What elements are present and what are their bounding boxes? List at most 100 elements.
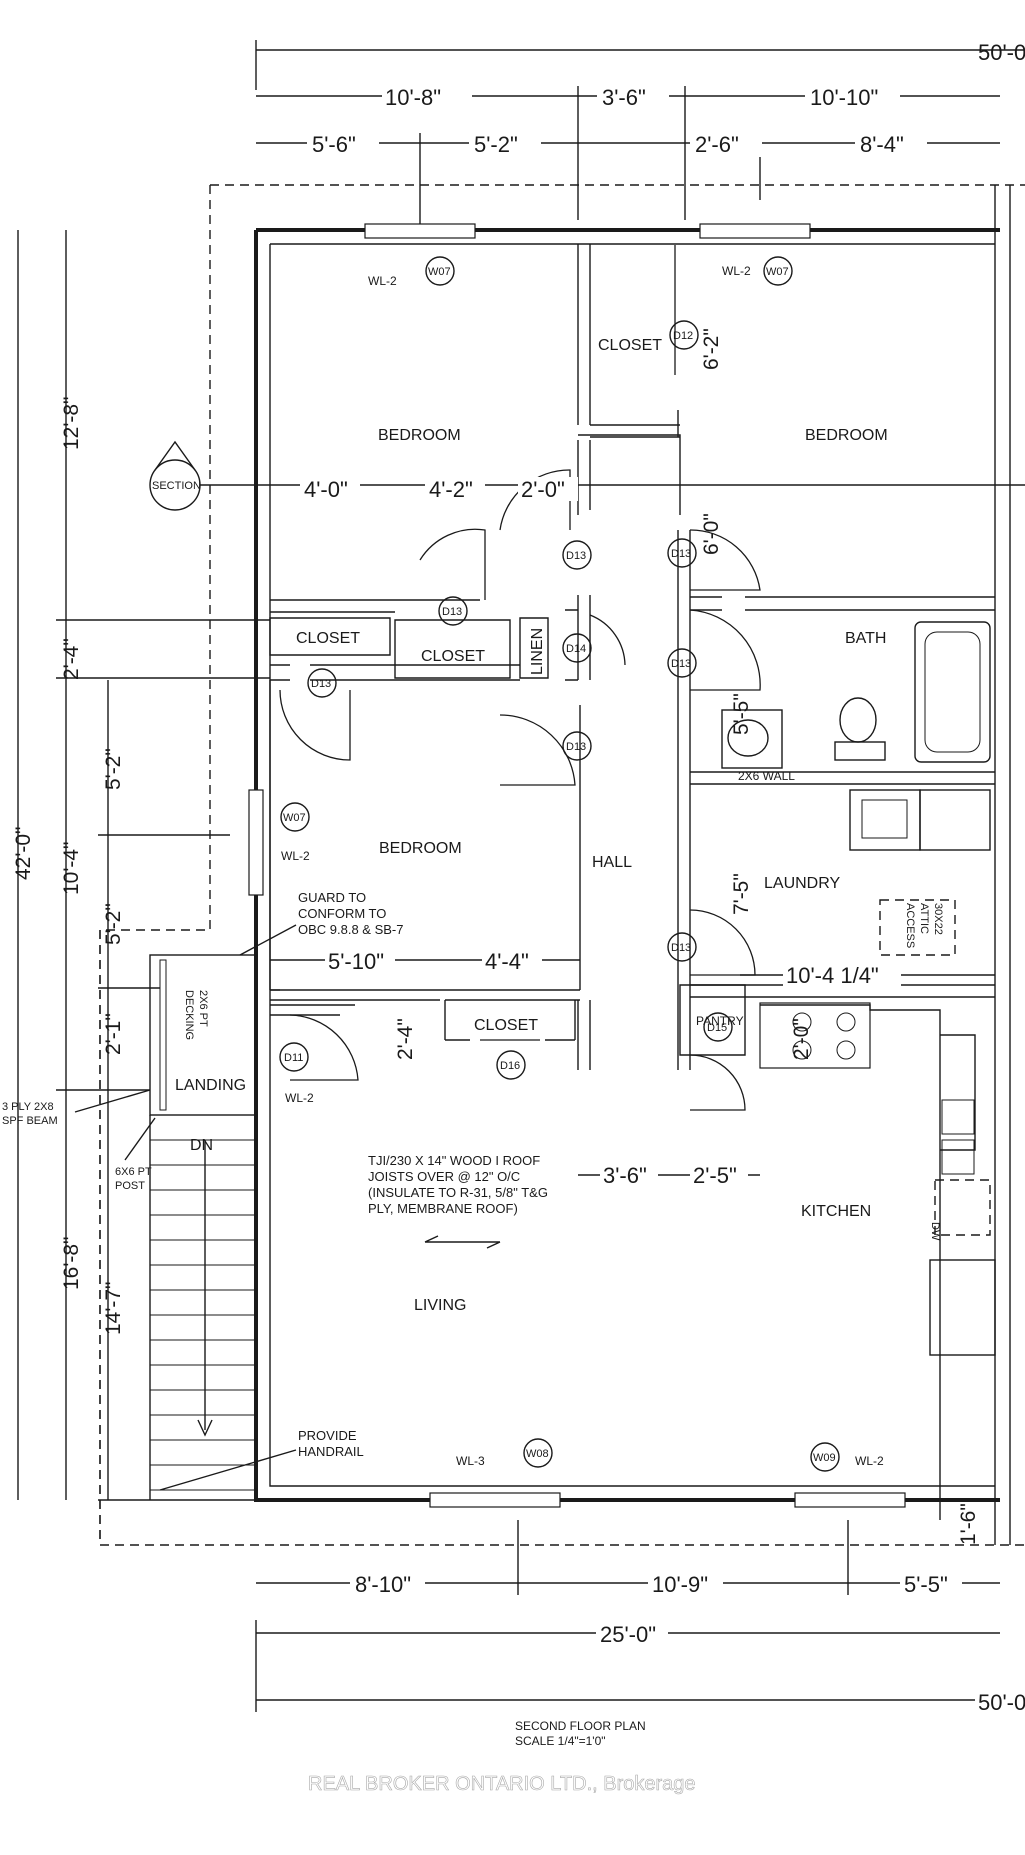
dim-right-small: 1'-6" bbox=[957, 1503, 980, 1545]
handrail-note-1: PROVIDE bbox=[298, 1428, 357, 1443]
burner bbox=[792, 1040, 812, 1060]
joists-note-2: JOISTS OVER @ 12" O/C bbox=[368, 1169, 520, 1184]
svg-text:W07: W07 bbox=[283, 812, 306, 824]
dim-left-inner-4: 14'-7" bbox=[102, 1282, 125, 1336]
svg-text:D13: D13 bbox=[671, 658, 691, 670]
guard-leader bbox=[239, 924, 297, 956]
dim-hall-vert: 6'-0" bbox=[700, 513, 723, 555]
tag-w08: W08 bbox=[523, 1438, 553, 1468]
dim-bg bbox=[690, 1162, 748, 1186]
vanity bbox=[721, 709, 783, 769]
wall-bed3 bbox=[269, 680, 581, 1001]
pantry-box bbox=[679, 984, 746, 1056]
dim-laundry-width: 10'-4 1/4" bbox=[786, 963, 879, 988]
fridge bbox=[929, 1259, 996, 1356]
beam-leader bbox=[74, 1089, 151, 1113]
tag-wl2-stair: WL-2 bbox=[285, 1091, 314, 1105]
wall-bath-top bbox=[690, 596, 995, 611]
dim-bg bbox=[855, 129, 927, 157]
burner bbox=[836, 1040, 856, 1060]
stove bbox=[759, 1002, 871, 1069]
svg-text:D13: D13 bbox=[566, 550, 586, 562]
guard-note-1: GUARD TO bbox=[298, 890, 366, 905]
handrail-note-2: HANDRAIL bbox=[298, 1444, 364, 1459]
dim-bedroom-3: 2'-0" bbox=[521, 477, 565, 502]
sink-basin bbox=[941, 1139, 975, 1175]
dim-left-inner-1: 5'-2" bbox=[102, 748, 125, 790]
svg-text:W07: W07 bbox=[428, 266, 451, 278]
label-living: LIVING bbox=[414, 1297, 466, 1314]
bathtub-basin bbox=[924, 631, 981, 753]
tag-d13-bed3-closet: D13 bbox=[307, 668, 337, 698]
handrail-leader bbox=[159, 1449, 297, 1491]
label-bedroom-right: BEDROOM bbox=[805, 427, 888, 444]
washer-lid bbox=[861, 799, 908, 839]
label-laundry: LAUNDRY bbox=[764, 875, 841, 892]
door-d15 bbox=[689, 1054, 746, 1111]
roof-outline bbox=[99, 184, 1025, 1546]
dim-bg bbox=[307, 129, 379, 157]
deck-rail bbox=[159, 959, 167, 1111]
brokerage-watermark: REAL BROKER ONTARIO LTD., Brokerage bbox=[308, 1773, 696, 1795]
label-hall: HALL bbox=[592, 854, 632, 871]
dim-hall-bottom-2: 2'-5" bbox=[693, 1163, 737, 1188]
dim-bg bbox=[350, 1570, 425, 1596]
label-closet-top: CLOSET bbox=[598, 337, 662, 354]
svg-text:D14: D14 bbox=[566, 643, 586, 655]
dim-bg bbox=[690, 129, 762, 157]
tag-wl2-kitchen: WL-2 bbox=[855, 1454, 884, 1468]
closet-b-box bbox=[394, 619, 511, 679]
attic-line-3: ACCESS bbox=[904, 903, 916, 948]
tag-d13-laundry: D13 bbox=[667, 932, 697, 962]
dim-bg bbox=[596, 1620, 668, 1646]
dim-top-6: 2'-6" bbox=[695, 132, 739, 157]
dim-bg bbox=[482, 948, 542, 972]
wall-hall-right bbox=[677, 530, 691, 1070]
svg-text:D15: D15 bbox=[707, 1022, 727, 1034]
dim-bg bbox=[783, 962, 901, 986]
joists-note-3: (INSULATE TO R-31, 5/8" T&G bbox=[368, 1185, 548, 1200]
tag-w07-top-right: W07 bbox=[763, 256, 793, 286]
dim-closet-vert: 2'-4" bbox=[394, 1018, 417, 1060]
tag-w07-top-left: W07 bbox=[425, 256, 455, 286]
door-d13-bed2 bbox=[689, 529, 761, 591]
decking-line-2: DECKING bbox=[183, 990, 195, 1040]
svg-text:D16: D16 bbox=[500, 1060, 520, 1072]
label-landing: LANDING bbox=[175, 1077, 246, 1094]
joist-direction-arrow bbox=[424, 1235, 501, 1249]
dim-pantry-vert: 2'-0" bbox=[790, 1018, 813, 1060]
section-label: SECTION bbox=[152, 480, 201, 492]
tag-d13-hall-left: D13 bbox=[562, 540, 592, 570]
window-top-left bbox=[364, 223, 476, 239]
tag-d13-bath: D13 bbox=[667, 648, 697, 678]
svg-text:D13: D13 bbox=[671, 942, 691, 954]
dim-top-5: 5'-2" bbox=[474, 132, 518, 157]
exterior-wall-inner bbox=[269, 243, 995, 1487]
guard-note-3: OBC 9.8.8 & SB-7 bbox=[298, 922, 404, 937]
dim-bed3-2: 4'-4" bbox=[485, 949, 529, 974]
tag-wl2-left: WL-2 bbox=[281, 849, 310, 863]
window-top-right bbox=[699, 223, 811, 239]
dryer bbox=[919, 789, 991, 851]
label-dn: DN bbox=[190, 1137, 213, 1154]
toilet-bowl bbox=[839, 697, 877, 743]
dim-top-7: 8'-4" bbox=[860, 132, 904, 157]
wall-2x6 bbox=[690, 771, 995, 785]
tag-w09: W09 bbox=[810, 1442, 840, 1472]
dim-bg bbox=[300, 477, 360, 501]
washer bbox=[849, 789, 921, 851]
svg-text:D13: D13 bbox=[311, 678, 331, 690]
wall-hall-mid bbox=[577, 595, 591, 680]
drawing-scale: SCALE 1/4"=1'0" bbox=[515, 1734, 606, 1748]
dishwasher-outline bbox=[934, 1179, 991, 1236]
window-bottom-right bbox=[794, 1492, 906, 1508]
dim-left-inner-2: 5'-2" bbox=[102, 903, 125, 945]
dim-hall-bottom-1: 3'-6" bbox=[603, 1163, 647, 1188]
svg-text:W08: W08 bbox=[526, 1448, 549, 1460]
wall-hall-bottom bbox=[577, 1000, 591, 1070]
dim-bottom-total: 25'-0" bbox=[600, 1622, 656, 1647]
wall-hall-top bbox=[577, 434, 681, 515]
attic-line-2: ATTIC bbox=[918, 903, 930, 934]
wall-linen-right bbox=[565, 609, 578, 681]
